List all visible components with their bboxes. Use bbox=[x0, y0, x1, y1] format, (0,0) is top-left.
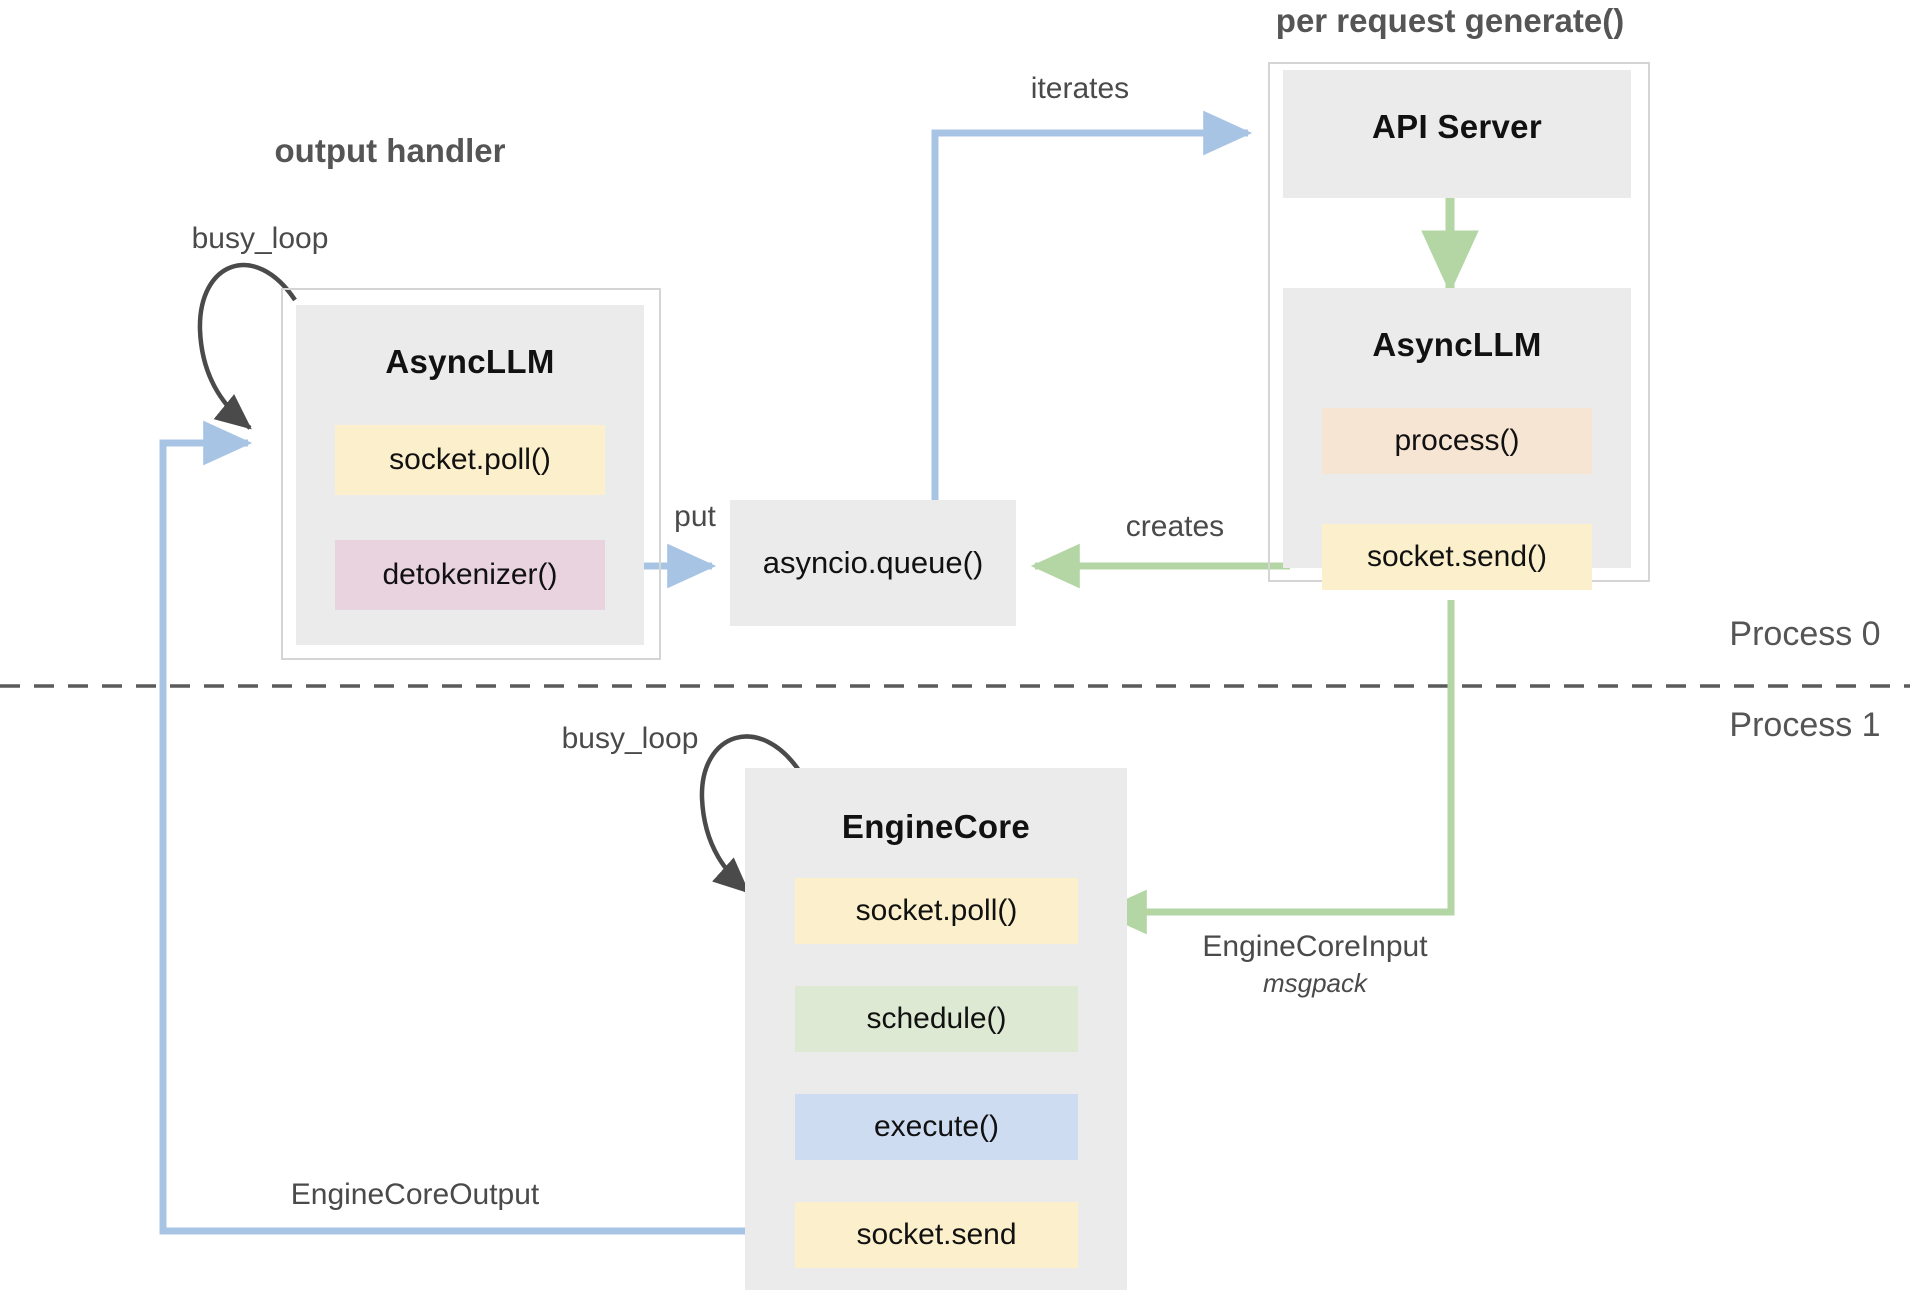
output-handler-title: output handler bbox=[274, 132, 506, 169]
chip-socket-poll-output[interactable]: socket.poll() bbox=[335, 425, 605, 495]
api-server-block: API Server bbox=[1283, 70, 1631, 198]
busy-loop-left-label: busy_loop bbox=[191, 222, 329, 255]
async-llm-output-title: AsyncLLM bbox=[385, 343, 555, 380]
per-request-title: per request generate() bbox=[1275, 2, 1625, 39]
engine-core-output-label: EngineCoreOutput bbox=[290, 1178, 540, 1211]
engine-core-input-arrow bbox=[1097, 600, 1455, 935]
process-0-label: Process 0 bbox=[1729, 615, 1881, 653]
async-llm-output-block: AsyncLLM socket.poll() detokenizer() bbox=[296, 305, 644, 645]
engine-core-input-label: EngineCoreInput bbox=[1202, 930, 1428, 963]
iterates-arrow bbox=[931, 110, 1253, 500]
chip-socket-send-engine[interactable]: socket.send bbox=[795, 1202, 1078, 1268]
chip-socket-poll-engine[interactable]: socket.poll() bbox=[795, 878, 1078, 944]
output-handler-frame bbox=[281, 288, 661, 660]
chip-execute[interactable]: execute() bbox=[795, 1094, 1078, 1160]
engine-core-block: EngineCore socket.poll() schedule() exec… bbox=[745, 768, 1127, 1290]
iterates-label: iterates bbox=[1030, 72, 1130, 105]
put-label: put bbox=[674, 500, 716, 533]
engine-core-input-sublabel: msgpack bbox=[1262, 968, 1368, 998]
chip-process[interactable]: process() bbox=[1322, 408, 1592, 474]
asyncio-queue-node[interactable]: asyncio.queue() bbox=[730, 500, 1016, 626]
process-1-label: Process 1 bbox=[1729, 706, 1881, 744]
chip-schedule[interactable]: schedule() bbox=[795, 986, 1078, 1052]
chip-detokenizer[interactable]: detokenizer() bbox=[335, 540, 605, 610]
api-server-title: API Server bbox=[1372, 108, 1542, 145]
engine-core-title: EngineCore bbox=[841, 808, 1031, 845]
creates-label: creates bbox=[1125, 510, 1225, 543]
busy-loop-engine-label: busy_loop bbox=[561, 722, 699, 755]
async-llm-request-title: AsyncLLM bbox=[1372, 326, 1542, 363]
async-llm-request-block: AsyncLLM process() socket.send() bbox=[1283, 288, 1631, 590]
chip-socket-send-request[interactable]: socket.send() bbox=[1322, 524, 1592, 590]
